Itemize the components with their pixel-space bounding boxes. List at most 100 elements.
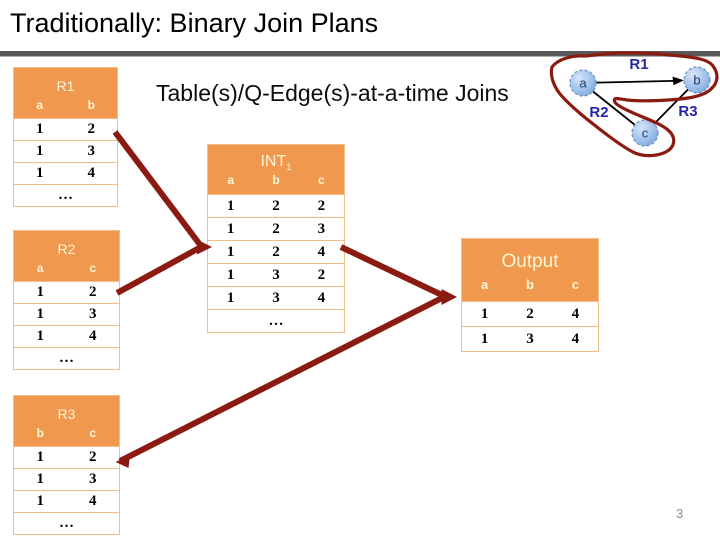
table-cell: 2 xyxy=(89,284,97,300)
query-edge-arrowhead xyxy=(672,76,684,86)
table-cell: 3 xyxy=(317,221,326,237)
table-ellipsis-row: … xyxy=(14,347,119,369)
table-row: 1 3 4 xyxy=(208,286,344,309)
query-edge-label: R3 xyxy=(678,103,697,120)
column-header: c xyxy=(571,277,579,292)
column-header: c xyxy=(317,173,325,187)
table-cell: 4 xyxy=(317,290,326,306)
query-edge xyxy=(592,90,636,126)
table-cell: 1 xyxy=(480,331,489,347)
table-ellipsis-row: … xyxy=(208,309,344,332)
table-ellipsis-row: … xyxy=(14,184,117,206)
subtitle: Table(s)/Q-Edge(s)-at-a-time Joins xyxy=(156,80,509,106)
table-cell: 4 xyxy=(89,328,97,344)
table-cell: 1 xyxy=(36,471,45,487)
join-arrowhead xyxy=(441,289,457,305)
table-cell: 1 xyxy=(36,121,44,137)
table-title: R1 xyxy=(14,68,117,96)
table-cell: 3 xyxy=(272,267,280,283)
table-title: R3 xyxy=(14,396,119,424)
table-ellipsis-row: … xyxy=(14,512,119,534)
page-number: 3 xyxy=(676,506,684,521)
column-header: c xyxy=(89,426,97,440)
table-title: Output xyxy=(462,239,598,273)
column-header: b xyxy=(36,426,44,440)
join-line xyxy=(112,130,204,248)
table-cell: 2 xyxy=(317,198,326,214)
column-header: b xyxy=(87,98,95,112)
table-cell: 1 xyxy=(480,306,489,322)
table-title: INT1 xyxy=(208,145,344,173)
table-cell: 4 xyxy=(87,165,96,181)
table-cell: 2 xyxy=(526,306,534,322)
column-header: a xyxy=(227,173,234,187)
table-cell: 4 xyxy=(89,493,97,509)
table-cell: 1 xyxy=(36,328,45,344)
table-cell: 4 xyxy=(317,244,326,260)
query-edge-label: R1 xyxy=(629,56,648,73)
table-cell: 3 xyxy=(526,331,534,347)
table-cell: 3 xyxy=(272,290,280,306)
query-node xyxy=(569,69,597,97)
column-header: b xyxy=(526,277,534,292)
join-line xyxy=(339,244,446,299)
table-row: 1 2 4 xyxy=(208,240,344,263)
table-cell: 2 xyxy=(272,221,280,237)
column-header: b xyxy=(272,173,280,187)
column-header: a xyxy=(36,98,44,112)
column-header: c xyxy=(89,261,97,275)
query-edge xyxy=(595,80,675,84)
join-line xyxy=(115,244,203,296)
table-row: 1 2 4 xyxy=(462,301,598,326)
annotation-lasso xyxy=(549,51,719,158)
table-title: R2 xyxy=(14,231,119,259)
table-cell: 1 xyxy=(226,198,235,214)
table-cell: 1 xyxy=(36,493,45,509)
query-edge xyxy=(653,88,689,125)
table-cell: 1 xyxy=(36,143,44,159)
column-header: a xyxy=(36,261,44,275)
query-node-label: b xyxy=(693,73,700,88)
table-cell: 1 xyxy=(226,290,235,306)
table-cell: 1 xyxy=(226,221,235,237)
slide-title: Traditionally: Binary Join Plans xyxy=(10,8,379,38)
table-cell: 2 xyxy=(317,267,326,283)
table-cell: 1 xyxy=(226,244,235,260)
table-cell: 2 xyxy=(89,449,97,465)
query-node-label: c xyxy=(642,126,649,141)
query-node xyxy=(683,66,711,94)
table-cell: 2 xyxy=(272,198,280,214)
table-cell: 1 xyxy=(36,449,45,465)
title-divider xyxy=(0,51,720,57)
annotation-layer xyxy=(549,51,719,158)
table-cell: 2 xyxy=(87,121,96,137)
table-cell: 1 xyxy=(36,284,45,300)
table-cell: 4 xyxy=(571,306,580,322)
table-cell: 1 xyxy=(36,306,45,322)
table-cell: 3 xyxy=(87,143,96,159)
query-node xyxy=(631,119,659,147)
column-header: a xyxy=(481,277,489,292)
table-cell: 2 xyxy=(272,244,280,260)
column-header-row: a b c xyxy=(462,273,598,301)
table-cell: 3 xyxy=(89,306,97,322)
